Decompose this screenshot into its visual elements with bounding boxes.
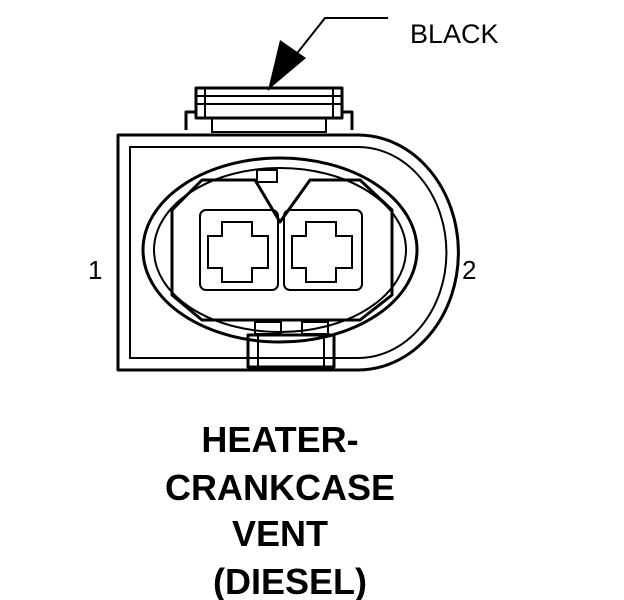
title-line-4: (DIESEL) <box>213 561 367 600</box>
callout-label: BLACK <box>410 19 499 49</box>
connector-body <box>116 86 460 372</box>
connector-seal-outer <box>141 156 419 344</box>
title-line-1: HEATER- <box>201 419 358 460</box>
color-callout: BLACK <box>267 17 499 91</box>
terminal-1 <box>199 209 279 291</box>
title-line-3: VENT <box>232 513 328 554</box>
connector-bottom-tab <box>246 333 336 369</box>
connector-outer-shell <box>116 133 460 372</box>
pin-label-2: 2 <box>462 255 476 285</box>
pin-label-1: 1 <box>88 255 102 285</box>
connector-latch <box>184 86 354 133</box>
callout-arrowhead <box>268 40 306 90</box>
terminal-cavity <box>170 178 394 322</box>
terminal-2 <box>283 209 363 291</box>
title-line-2: CRANKCASE <box>165 467 395 508</box>
connector-title: HEATER- CRANKCASE VENT (DIESEL) <box>165 419 395 600</box>
